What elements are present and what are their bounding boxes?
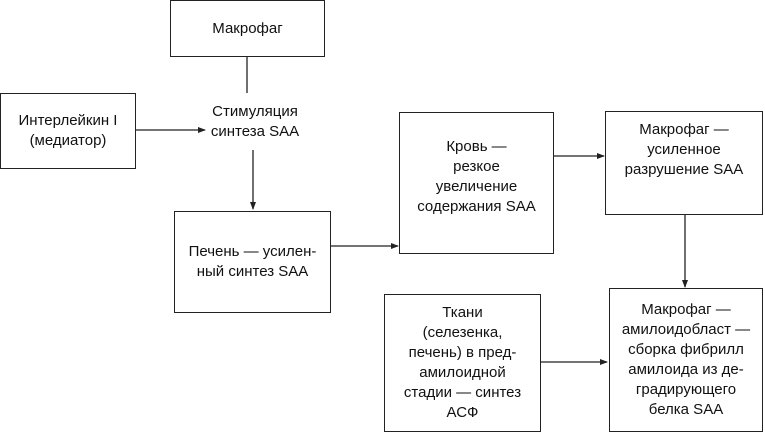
node-macrophage-amyloidoblast-label: Макрофаг — амилоидобласт — сборка фибрил… <box>621 301 751 418</box>
node-tissues: Ткани (селезенка, печень) в пред- амилои… <box>384 294 541 432</box>
node-interleukin: Интерлейкин I (медиатор) <box>0 93 136 169</box>
node-interleukin-label: Интерлейкин I (медиатор) <box>18 112 118 149</box>
node-liver-label: Печень — усилен- ный синтез SAA <box>188 243 317 280</box>
node-blood-label: Кровь — резкое увеличение содержания SAA <box>417 138 536 215</box>
node-tissues-label: Ткани (селезенка, печень) в пред- амилои… <box>403 304 522 421</box>
node-macrophage-amyloidoblast: Макрофаг — амилоидобласт — сборка фибрил… <box>609 288 763 432</box>
node-macrophage-top: Макрофаг <box>170 0 325 57</box>
node-stimulation-label: Стимуляция синтеза SAA <box>210 103 300 140</box>
node-macrophage-top-label: Макрофаг <box>212 19 283 37</box>
node-blood: Кровь — резкое увеличение содержания SAA <box>399 112 554 254</box>
node-macrophage-destruction-label: Макрофаг — усиленное разрушение SAA <box>624 121 744 178</box>
node-liver: Печень — усилен- ный синтез SAA <box>174 211 331 313</box>
node-macrophage-destruction: Макрофаг — усиленное разрушение SAA <box>605 111 763 215</box>
